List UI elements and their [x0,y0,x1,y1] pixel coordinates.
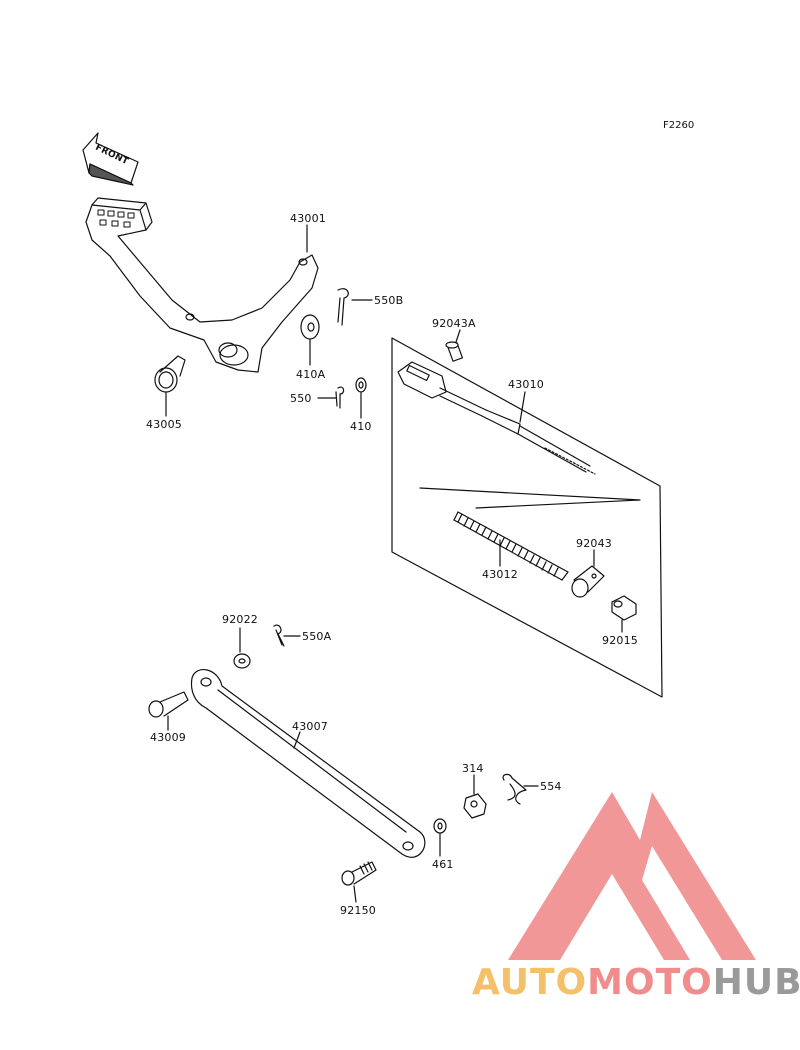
part-label-554: 554 [540,780,562,793]
part-label-92015: 92015 [602,634,638,647]
watermark-part1: AUTO [472,962,588,1003]
watermark-text: AUTOMOTOHUB [472,962,800,1003]
clip-554-part [502,773,527,805]
part-label-92043: 92043 [576,537,612,550]
nut-92015-part [611,595,637,621]
part-label-410a: 410A [296,368,326,381]
washer-410a-part [300,314,320,340]
part-label-550b: 550B [374,294,404,307]
bolt-92150-part [341,861,377,886]
part-label-43005: 43005 [146,418,182,431]
diagram-code: F2260 [663,120,695,131]
watermark-part2: MOTO [587,962,713,1003]
clevis-pin-part [148,691,189,718]
cotter-pin-550b-part [337,288,349,326]
rod-assembly-panel [391,337,663,698]
part-label-410: 410 [350,420,372,433]
part-label-461: 461 [432,858,454,871]
part-label-43009: 43009 [150,731,186,744]
part-label-550a: 550A [302,630,332,643]
part-label-92043a: 92043A [432,317,476,330]
washer-92022-part [233,653,251,669]
link-rod-part [190,669,426,858]
part-label-550: 550 [290,392,312,405]
cotter-pin-550a-part [273,624,285,647]
washer-410-part [355,377,367,393]
automotohub-logo [508,792,756,960]
nut-314-part [463,793,487,819]
part-label-43007: 43007 [292,720,328,733]
trunnion-92043-part [571,565,605,598]
return-spring-part [154,355,186,393]
spring-43012-part [453,511,569,581]
part-label-314: 314 [462,762,484,775]
pin-92043a-part [445,341,464,362]
part-label-92150: 92150 [340,904,376,917]
watermark-part3: HUB [712,962,800,1003]
push-rod-part [397,361,596,475]
washer-461-part [433,818,447,834]
brake-pedal-part [85,197,319,373]
front-arrow-icon [82,132,139,186]
part-label-92022: 92022 [222,613,258,626]
part-label-43010: 43010 [508,378,544,391]
part-label-43001: 43001 [290,212,326,225]
part-label-43012: 43012 [482,568,518,581]
cotter-pin-550-part [335,386,345,409]
